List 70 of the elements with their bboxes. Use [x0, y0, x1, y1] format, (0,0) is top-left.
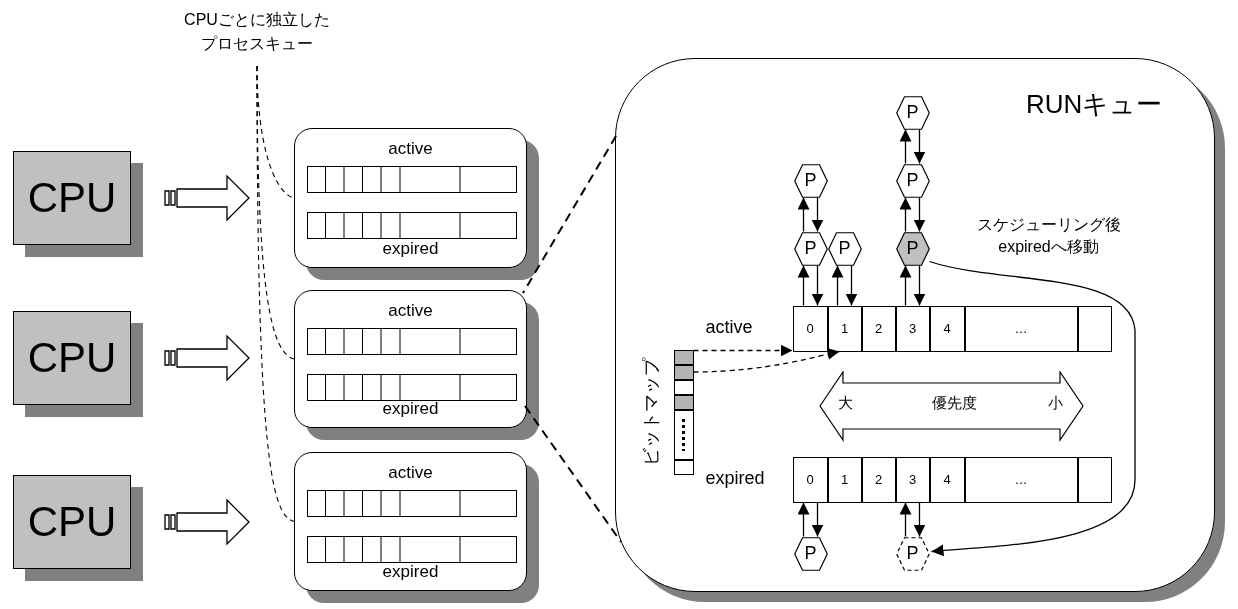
queue-label: expired: [382, 399, 439, 419]
dashed-arrow: [692, 348, 841, 373]
bitmap-cell: [673, 349, 694, 365]
queue-label: active: [388, 139, 433, 159]
zoom-line: [522, 135, 617, 294]
dashed-arrow: [692, 344, 794, 357]
bitmap-cell: [673, 409, 694, 460]
process-hexagon: P: [895, 231, 930, 266]
queue-label: expired: [382, 562, 439, 582]
priority-label: 大: [838, 394, 853, 413]
arrow: [913, 128, 926, 165]
priority-cell: 2: [861, 456, 896, 503]
cpu-box: CPU: [13, 311, 131, 405]
arrow: [899, 501, 912, 538]
priority-cell: …: [964, 305, 1078, 352]
row-label: expired: [705, 467, 765, 489]
arrow: [899, 128, 912, 165]
leader-line: [256, 65, 295, 523]
process-hexagon: P: [895, 95, 930, 130]
block-arrow: [164, 174, 250, 222]
arrow: [797, 501, 810, 538]
arrow: [913, 501, 926, 538]
priority-cell: [1077, 305, 1112, 352]
priority-cell: 0: [792, 305, 828, 352]
arrow: [913, 264, 926, 307]
queue-box: [294, 452, 527, 591]
priority-cell: 4: [929, 305, 965, 352]
arrow: [899, 264, 912, 307]
priority-label: 優先度: [932, 394, 977, 413]
process-hexagon: P: [793, 536, 828, 571]
arrow: [797, 264, 810, 307]
zoom-line: [524, 405, 622, 543]
block-arrow: [164, 334, 250, 382]
arrow: [811, 501, 824, 538]
arrow: [797, 196, 810, 233]
queue-label: expired: [382, 239, 439, 259]
cpu-box: CPU: [13, 151, 131, 245]
bitmap-label: ビットマップ: [639, 356, 662, 467]
arrow: [899, 196, 912, 233]
arrow: [811, 196, 824, 233]
process-hexagon: P: [827, 231, 862, 266]
priority-cell: 2: [861, 305, 896, 352]
priority-cell: [1077, 456, 1112, 503]
queue-box: [294, 290, 527, 428]
panel-title: RUNキュー: [1026, 88, 1163, 121]
arrow: [831, 264, 844, 307]
priority-cell: 3: [895, 456, 930, 503]
priority-cell: 4: [929, 456, 965, 503]
process-hexagon: P: [793, 231, 828, 266]
queue-label: active: [388, 301, 433, 321]
priority-cell: …: [964, 456, 1078, 503]
priority-label: 小: [1048, 394, 1063, 413]
curved-arrow: [928, 260, 1136, 557]
callout-text: CPUごとに独立したプロセスキュー: [181, 8, 333, 60]
row-label: active: [705, 316, 753, 338]
run-queue-panel: [615, 58, 1215, 592]
queue-box: [294, 128, 527, 268]
block-arrow: [164, 498, 250, 546]
priority-cell: 3: [895, 305, 930, 352]
process-hexagon: P: [895, 536, 930, 571]
process-hexagon: P: [793, 163, 828, 198]
queue-label: active: [388, 463, 433, 483]
cpu-box: CPU: [13, 475, 131, 569]
process-hexagon: P: [895, 163, 930, 198]
priority-cell: 0: [792, 456, 828, 503]
priority-cell: 1: [827, 305, 862, 352]
arrow: [845, 264, 858, 307]
arrow: [811, 264, 824, 307]
priority-cell: 1: [827, 456, 862, 503]
arrow: [913, 196, 926, 233]
